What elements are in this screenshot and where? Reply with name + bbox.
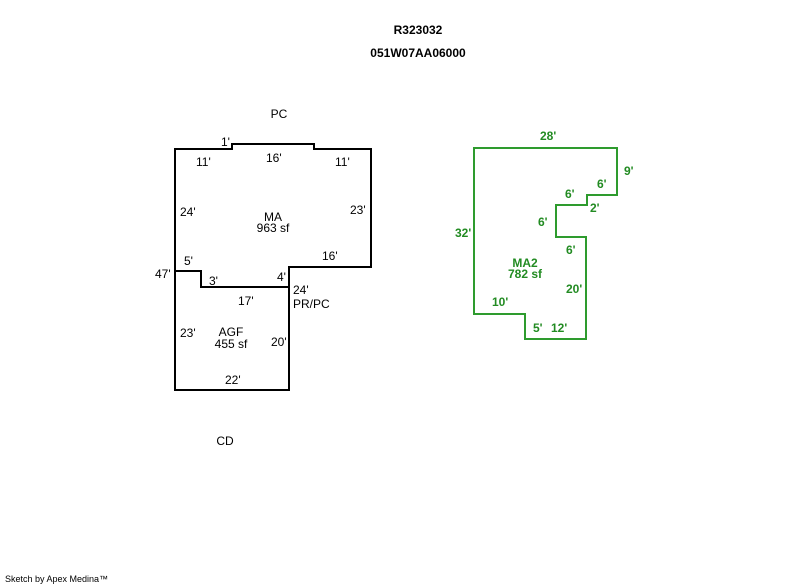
dim-label: 24' [180, 205, 196, 219]
agf-divider-line [175, 270, 289, 288]
area-code-agf: AGF [219, 325, 244, 339]
dim-label: 32' [455, 226, 471, 240]
parcel-id: R323032 [393, 23, 443, 37]
dim-label: 5' [184, 254, 193, 268]
cd-label: CD [216, 434, 234, 448]
area-code-ma: MA [264, 210, 282, 224]
dim-label: 12' [551, 321, 567, 335]
area-size-ma: 963 sf [257, 221, 290, 235]
dim-label: 6' [565, 187, 575, 201]
dim-label: 23' [350, 203, 366, 217]
dim-label: 5' [533, 321, 543, 335]
dim-label: 3' [209, 274, 218, 288]
area-code-ma2: MA2 [512, 256, 538, 270]
dim-label: 11' [196, 155, 211, 169]
dim-label: 9' [624, 164, 634, 178]
main-building-outline [174, 143, 372, 391]
area-size-agf: 455 sf [215, 337, 248, 351]
dim-label: 1' [221, 135, 230, 149]
pc-label: PC [271, 107, 288, 121]
dim-label: 22' [225, 373, 241, 387]
dim-label: 11' [335, 155, 350, 169]
dim-label: 23' [180, 326, 196, 340]
dim-label: 20' [271, 335, 287, 349]
dim-label: 20' [566, 282, 582, 296]
dim-label: 4' [277, 270, 286, 284]
dim-label: 10' [492, 295, 508, 309]
dim-label: 16' [266, 151, 282, 165]
dim-label: 2' [590, 201, 600, 215]
dim-label: 6' [597, 177, 607, 191]
area-size-ma2: 782 sf [508, 267, 543, 281]
dim-label: 47' [155, 267, 171, 281]
dim-label: 17' [238, 294, 254, 308]
dim-label: 28' [540, 129, 556, 143]
map-number: 051W07AA06000 [370, 46, 466, 60]
dim-label: 16' [322, 249, 338, 263]
dim-label: 6' [566, 243, 576, 257]
pr-pc-label: PR/PC [293, 297, 330, 311]
footer-credit: Sketch by Apex Medina™ [5, 574, 109, 584]
dim-label: 6' [538, 215, 548, 229]
dim-label: 24' [293, 283, 309, 297]
secondary-building-outline [473, 147, 618, 340]
